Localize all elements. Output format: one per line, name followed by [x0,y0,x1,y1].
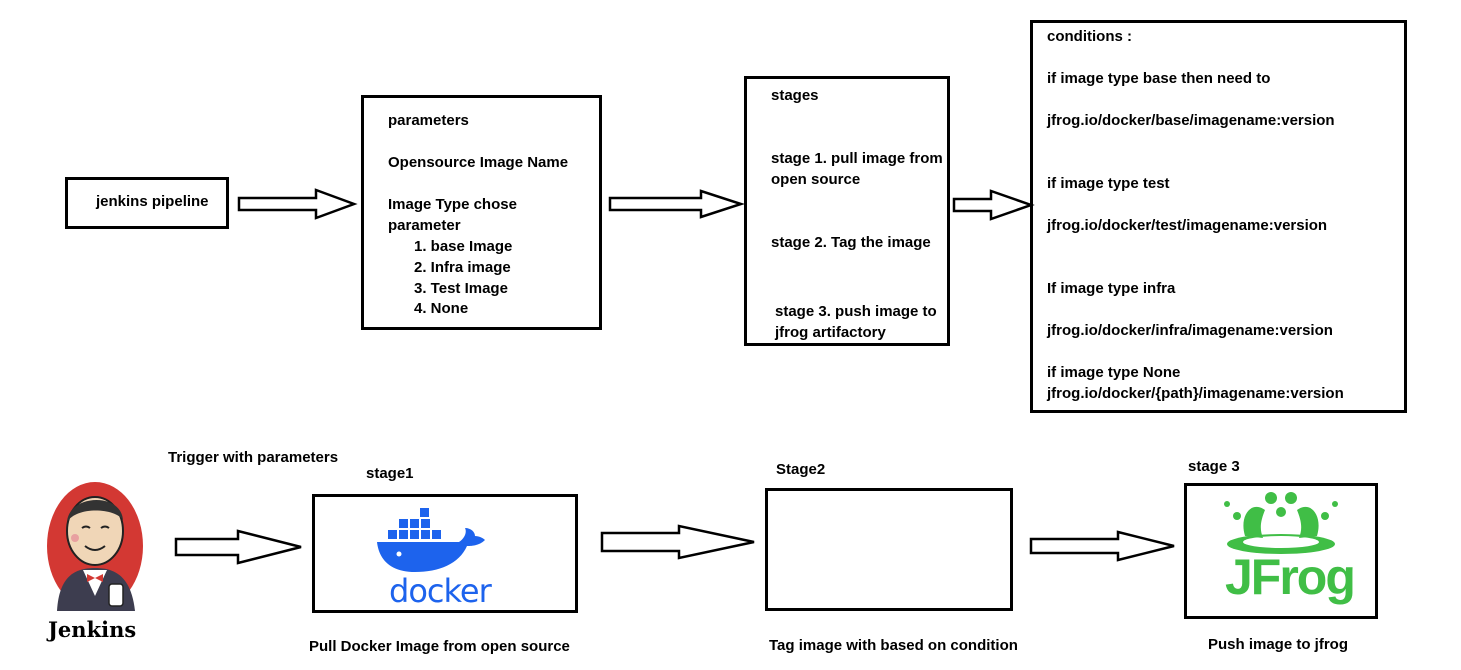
docker-logo: docker [369,502,497,610]
stage2-label: Stage2 [776,461,826,478]
arrow-right-6 [1029,530,1175,562]
stage3-caption: Push image to jfrog [1208,636,1349,653]
stage3-label: stage 3 [1188,458,1240,475]
condition-test-if: if image type test [1047,175,1170,192]
stage3-line-b: jfrog artifactory [775,324,886,341]
jenkins-butler-icon [47,482,143,611]
arrow-right-4 [174,529,302,565]
stage2-line: stage 2. Tag the image [771,234,931,251]
option-test: 3. Test Image [414,280,508,297]
stage1-label: stage1 [366,465,414,482]
arrow-right-1 [237,188,358,220]
parameters-box: parameters Opensource Image Name Image T… [361,95,602,330]
stage1-caption: Pull Docker Image from open source [309,638,570,655]
conditions-title: conditions : [1047,28,1132,45]
arrow-right-2 [608,189,746,219]
option-infra: 2. Infra image [414,259,511,276]
conditions-box: conditions : if image type base then nee… [1030,20,1407,413]
image-type-label: Image Type chose [388,196,517,213]
stage3-box: JFrog [1184,483,1378,619]
stages-title: stages [771,87,819,104]
condition-infra-if: If image type infra [1047,280,1176,297]
jenkins-logo-text: Jenkins [48,617,137,642]
condition-none-if: if image type None [1047,364,1181,381]
docker-whale-icon [377,508,485,572]
stages-box: stages stage 1. pull image from open sou… [744,76,950,346]
stage2-caption: Tag image with based on condition [769,637,1018,654]
arrow-right-5 [600,524,755,560]
condition-test-path: jfrog.io/docker/test/imagename:version [1047,217,1328,234]
jenkins-pipeline-box: jenkins pipeline [65,177,229,229]
stage1-line-b: open source [771,171,861,188]
option-none: 4. None [414,300,469,317]
stage1-line-a: stage 1. pull image from [771,150,943,167]
trigger-label: Trigger with parameters [168,449,339,466]
jfrog-logo: JFrog [1215,486,1356,616]
jenkins-pipeline-label: jenkins pipeline [96,193,209,210]
condition-base-path: jfrog.io/docker/base/imagename:version [1047,112,1335,129]
image-type-label-2: parameter [388,217,461,234]
stage3-line-a: stage 3. push image to [775,303,937,320]
condition-none-path: jfrog.io/docker/{path}/imagename:version [1047,385,1344,402]
jfrog-logo-text: JFrog [1225,549,1356,605]
stage2-box [765,488,1013,611]
jfrog-splash-icon [1224,492,1338,554]
arrow-right-3 [952,189,1035,221]
jenkins-logo: Jenkins [45,476,150,642]
condition-base-if: if image type base then need to [1047,70,1271,87]
opensource-image-name: Opensource Image Name [388,154,569,171]
parameters-title: parameters [388,112,469,129]
docker-logo-text: docker [389,572,492,610]
option-base: 1. base Image [414,238,513,255]
stage1-box: docker [312,494,578,613]
condition-infra-path: jfrog.io/docker/infra/imagename:version [1047,322,1333,339]
